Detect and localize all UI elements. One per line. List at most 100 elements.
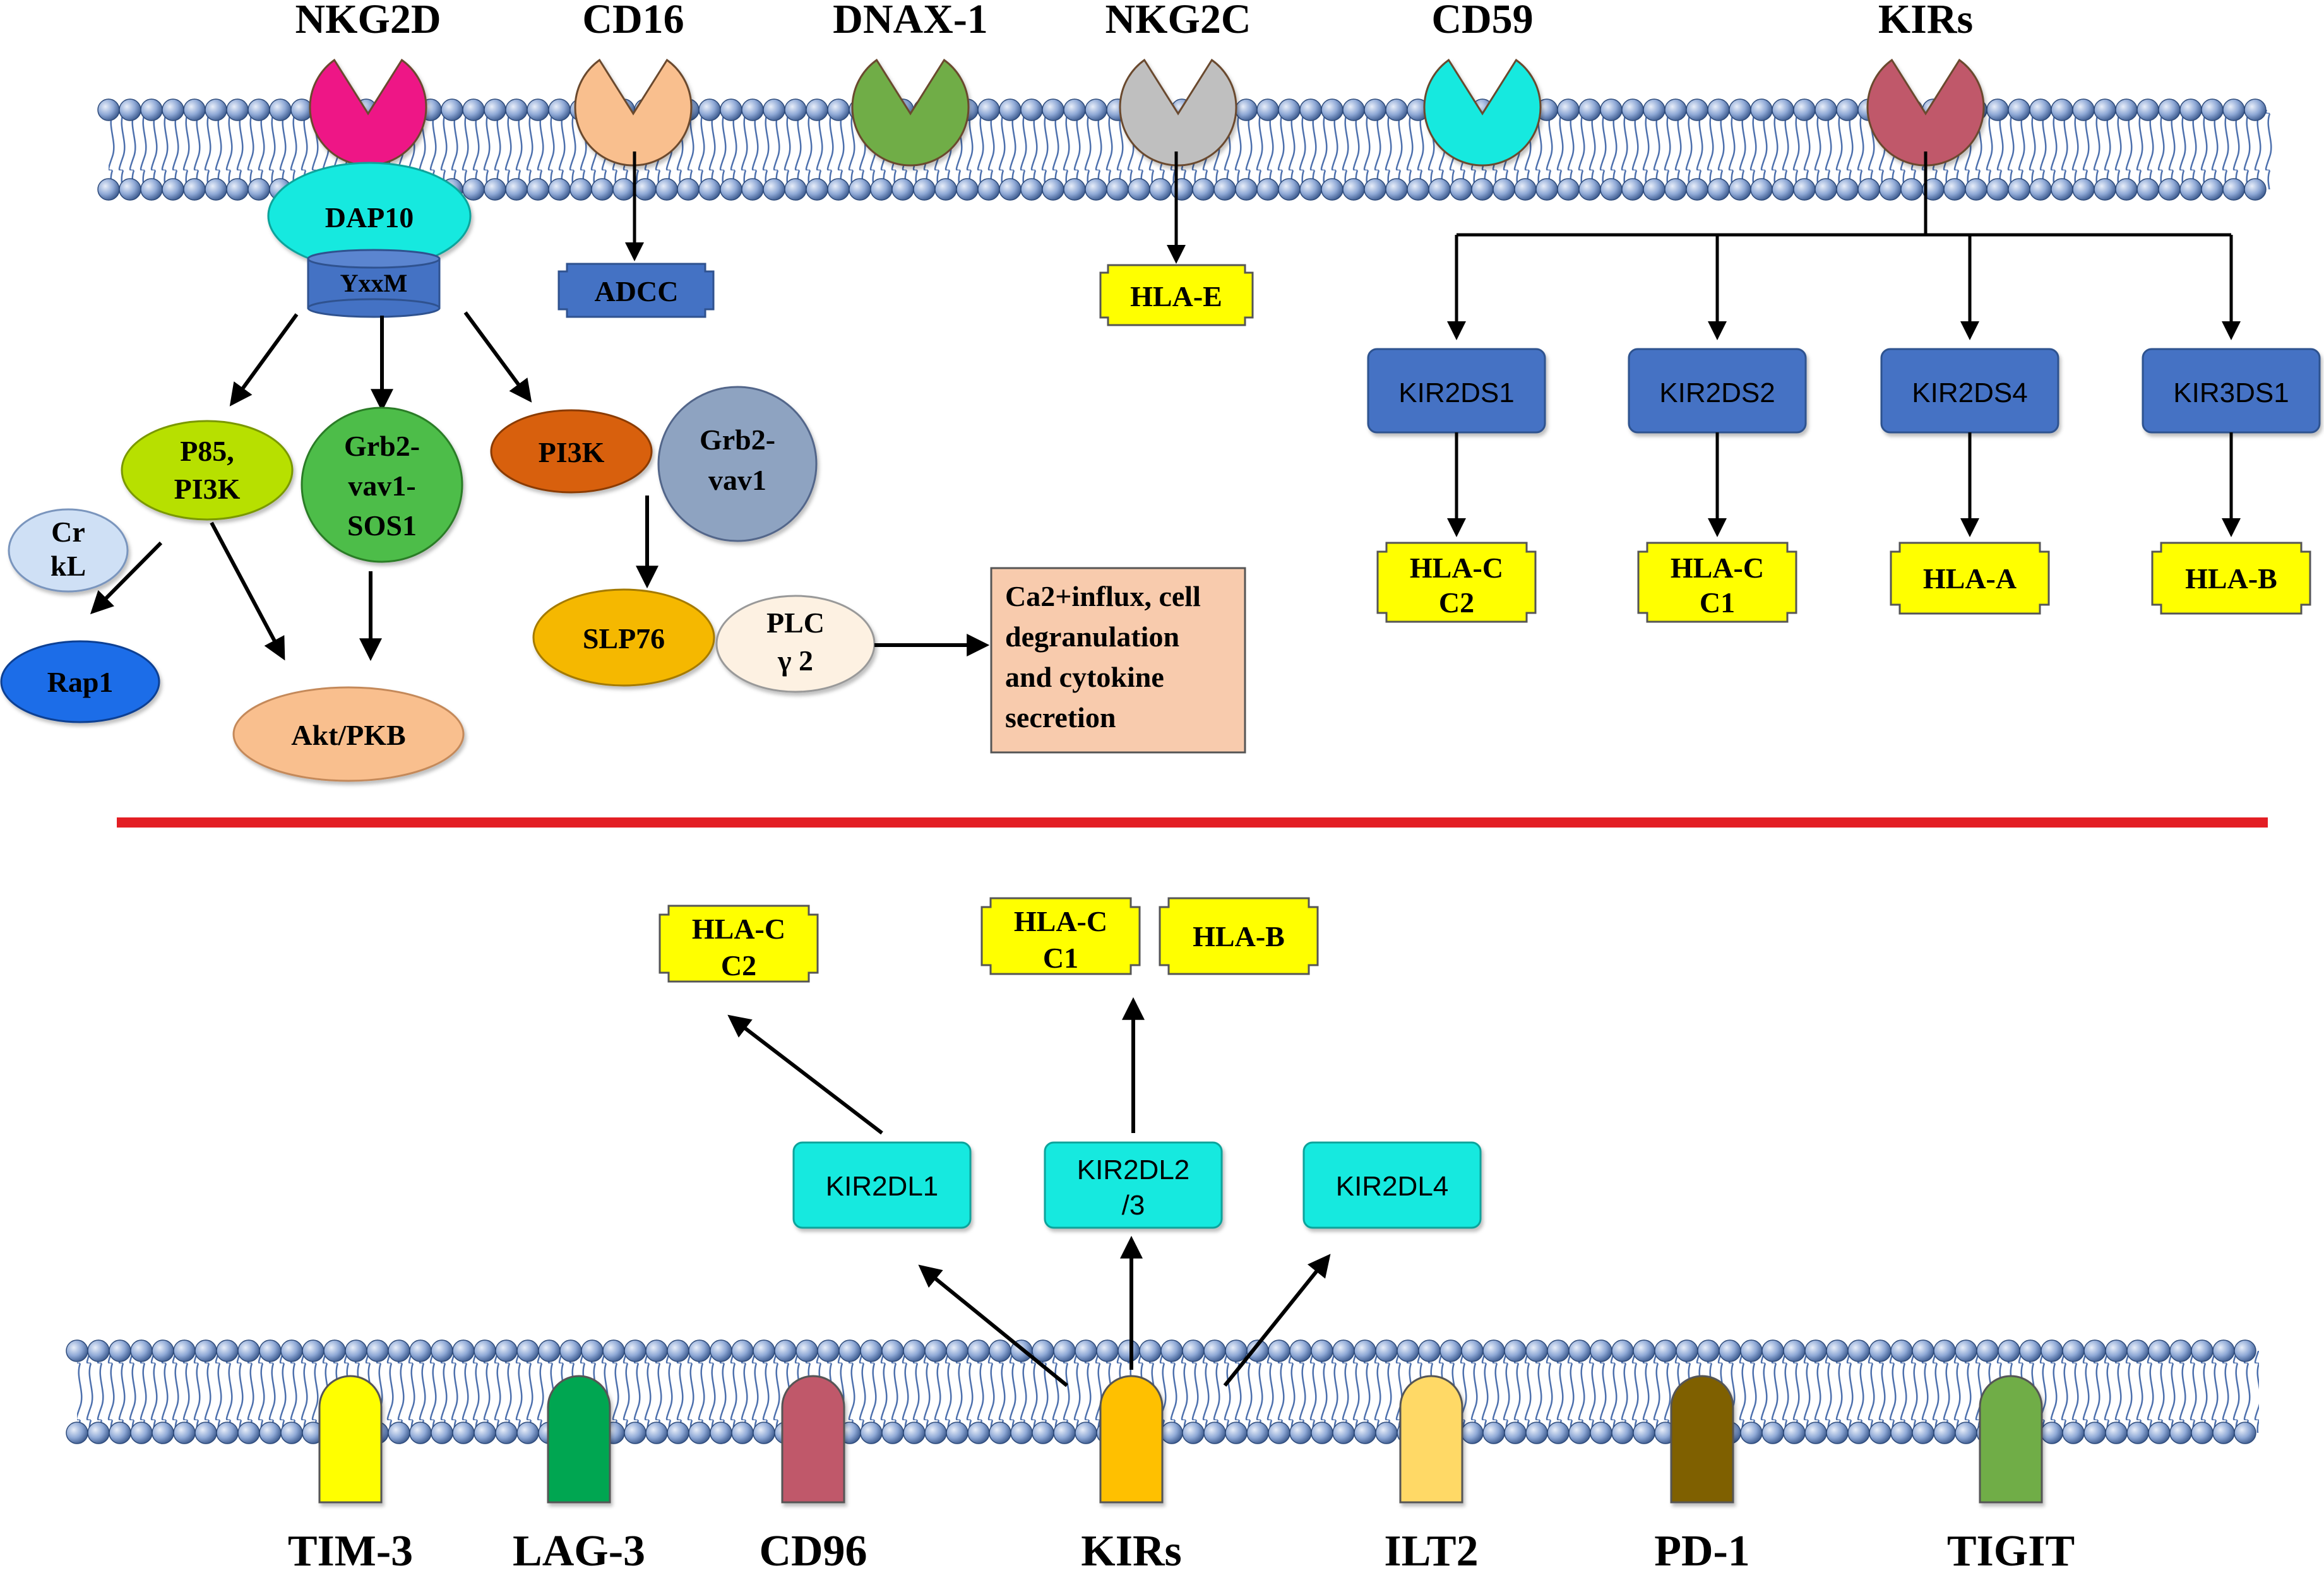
ligand-box bbox=[1159, 897, 1319, 975]
pi3k-label-b: PI3K bbox=[539, 436, 605, 468]
grb2-vav1-sos1-node bbox=[301, 407, 463, 563]
receptor-label: PD-1 bbox=[1654, 1527, 1750, 1573]
effector-outcome-box bbox=[990, 567, 1246, 754]
ligand-label: C2 bbox=[721, 949, 756, 982]
arrow-kirs-kir2dl1 bbox=[918, 1264, 1068, 1387]
grb2-vav-label-a: Grb2- bbox=[700, 424, 775, 456]
receptor-label: CD59 bbox=[1431, 0, 1533, 42]
crkl-node bbox=[8, 508, 129, 593]
receptor-label: KIRs bbox=[1878, 0, 1973, 42]
receptor-cd59: CD59 bbox=[1423, 0, 1542, 167]
ligand-label: C2 bbox=[1439, 586, 1474, 619]
ligand-label: HLA-C bbox=[692, 913, 785, 945]
receptor-kirs: KIRs bbox=[1081, 1375, 1182, 1573]
receptor-kirs: KIRs bbox=[1866, 0, 1985, 167]
receptor-label: TIGIT bbox=[1947, 1527, 2075, 1573]
plc-label-b: γ 2 bbox=[777, 644, 813, 677]
ligand-box bbox=[1637, 542, 1797, 623]
outcome-line-4: secretion bbox=[1005, 701, 1116, 733]
yxxm-label: YxxM bbox=[340, 269, 408, 297]
receptor-label: CD96 bbox=[759, 1527, 867, 1573]
arrow-p85-akt bbox=[210, 521, 285, 661]
grb2-vav1-node bbox=[657, 386, 818, 542]
kir-name: KIR2DL1 bbox=[826, 1171, 939, 1202]
ligand-label: HLA-C bbox=[1410, 552, 1503, 584]
receptor-label: ILT2 bbox=[1384, 1527, 1478, 1573]
slp76-label: SLP76 bbox=[583, 622, 665, 655]
ligand-label: HLA-C bbox=[1671, 552, 1764, 584]
kir-name: KIR2DL2 bbox=[1077, 1155, 1190, 1185]
receptor-tim-3: TIM-3 bbox=[288, 1375, 413, 1573]
receptor-label: DNAX-1 bbox=[833, 0, 988, 42]
nkg2c-pathway: HLA-E bbox=[1099, 151, 1254, 326]
slp76-node bbox=[532, 588, 715, 687]
nkg2d-pathway: DAP10 YxxM P85, PI3K Cr kL Rap1 Grb2- va… bbox=[0, 162, 1246, 782]
crkl-label-a: Cr bbox=[51, 516, 85, 548]
receptor-label: KIRs bbox=[1081, 1527, 1181, 1573]
kir-name: /3 bbox=[1122, 1190, 1145, 1221]
ligand-label: HLA-A bbox=[1923, 562, 2017, 595]
kir-name: KIR2DS1 bbox=[1398, 377, 1514, 408]
p85-label: P85, bbox=[180, 435, 234, 467]
rap1-label: Rap1 bbox=[47, 666, 114, 698]
kir-name: KIR2DS2 bbox=[1659, 377, 1775, 408]
ligand-label: HLA-C bbox=[1014, 905, 1107, 937]
crkl-label-b: kL bbox=[51, 550, 86, 582]
receptor-label: NKG2C bbox=[1105, 0, 1251, 42]
grb2-sos-label-c: SOS1 bbox=[347, 509, 417, 542]
ligand-label: C1 bbox=[1043, 942, 1078, 974]
dap10-label: DAP10 bbox=[325, 201, 414, 234]
kir-name: KIR3DS1 bbox=[2173, 377, 2289, 408]
rap1-node bbox=[0, 640, 160, 723]
arrow-kirs-kir2dl4 bbox=[1223, 1254, 1331, 1387]
ligand-label: C1 bbox=[1700, 586, 1735, 619]
ligand-box bbox=[658, 905, 819, 983]
arrow-p85-rap1 bbox=[90, 541, 163, 615]
receptor-cd96: CD96 bbox=[759, 1375, 867, 1573]
ligand-box bbox=[1376, 542, 1537, 623]
kir-name: KIR2DS4 bbox=[1912, 377, 2027, 408]
ligand-box bbox=[980, 897, 1141, 975]
ligand-box bbox=[1890, 542, 2050, 615]
hla-e-box bbox=[1099, 264, 1254, 326]
arrow-kir2dl1-hlac2 bbox=[727, 1014, 883, 1135]
receptor-cd16: CD16 bbox=[574, 0, 693, 167]
ligand-label: HLA-B bbox=[1193, 920, 1285, 953]
receptor-pd-1: PD-1 bbox=[1654, 1375, 1750, 1573]
ligand-box bbox=[2151, 542, 2311, 615]
receptor-label: LAG-3 bbox=[513, 1527, 645, 1573]
receptor-dnax-1: DNAX-1 bbox=[833, 0, 988, 167]
cd16-pathway: ADCC bbox=[557, 151, 715, 318]
inhibitory-ligand: HLA-C C2 bbox=[658, 905, 819, 983]
adcc-box bbox=[557, 263, 715, 318]
kir-name: KIR2DL4 bbox=[1336, 1171, 1449, 1202]
inhibitory-kirs-tree bbox=[727, 997, 1331, 1387]
ligand-label: HLA-B bbox=[2185, 562, 2277, 595]
receptor-label: CD16 bbox=[582, 0, 684, 42]
outcome-line-1: Ca2+influx, cell bbox=[1005, 580, 1201, 612]
inhibitory-kir-kir2dl1: KIR2DL1 bbox=[792, 1141, 972, 1229]
hla-e-label: HLA-E bbox=[1130, 280, 1222, 312]
receptor-lag-3: LAG-3 bbox=[513, 1375, 645, 1573]
arrow-yxxm-pi3k bbox=[463, 311, 532, 403]
grb2-vav-label-b: vav1 bbox=[708, 464, 766, 496]
p85-pi3k-node bbox=[121, 420, 294, 521]
receptor-label: NKG2D bbox=[295, 0, 441, 42]
outcome-line-3: and cytokine bbox=[1005, 661, 1164, 693]
arrow-yxxm-p85 bbox=[229, 313, 299, 407]
activating-kirs-tree: KIR2DS1HLA-CC2KIR2DS2HLA-CC1KIR2DS4HLA-A… bbox=[1367, 151, 2321, 623]
adcc-label: ADCC bbox=[595, 275, 679, 307]
akt-pkb-node bbox=[232, 686, 465, 782]
plc-label-a: PLC bbox=[766, 607, 825, 639]
outcome-line-2: degranulation bbox=[1005, 620, 1179, 653]
receptor-ilt2: ILT2 bbox=[1384, 1375, 1479, 1573]
pi3k-label-a: PI3K bbox=[174, 473, 241, 505]
receptor-nkg2d: NKG2D bbox=[295, 0, 441, 167]
inhibitory-kir-kir2dl4: KIR2DL4 bbox=[1302, 1141, 1482, 1229]
akt-label: Akt/PKB bbox=[291, 719, 405, 751]
